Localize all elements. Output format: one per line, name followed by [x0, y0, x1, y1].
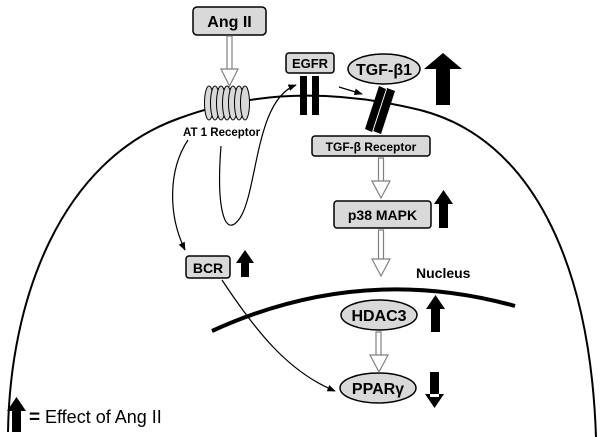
egfr-receptor: [300, 76, 319, 115]
up-arrow-icon: [7, 397, 26, 432]
hdac3-label: HDAC3: [351, 308, 406, 325]
p38-label: p38 MAPK: [348, 207, 417, 223]
p38-node: p38 MAPK: [333, 200, 432, 229]
egfr-node: EGFR: [285, 52, 335, 74]
up-arrow-icon: [426, 295, 445, 332]
legend-text: Effect of Ang II: [45, 407, 162, 427]
legend: = Effect of Ang II: [7, 397, 162, 432]
bcr-node: BCR: [185, 255, 231, 279]
hdac3-node: HDAC3: [340, 299, 418, 331]
tgfb1-label: TGF-β1: [356, 62, 412, 79]
tgfb-receptor-label: TGF-β Receptor: [326, 140, 417, 154]
down-arrow-icon: [425, 372, 444, 408]
tgfb-receptor-node: TGF-β Receptor: [311, 135, 431, 157]
bcr-label: BCR: [193, 260, 223, 276]
arrow-at1-bcr: [172, 139, 189, 251]
arrow-egfr-tgfbr: [338, 86, 363, 96]
egfr-label: EGFR: [292, 56, 329, 71]
arrow-hdac3-ppar: [369, 331, 389, 374]
ang2-label: Ang II: [207, 14, 251, 31]
ppar-label: PPARγ: [352, 381, 404, 398]
arrow-at1-egfr: [219, 84, 297, 226]
ppar-node: PPARγ: [339, 372, 417, 404]
at1-label: AT 1 Receptor: [183, 127, 261, 139]
ang2-node: Ang II: [192, 6, 267, 36]
nucleus-label: Nucleus: [416, 265, 471, 281]
at1-receptor: [204, 85, 250, 121]
legend-equals: =: [29, 407, 40, 428]
tgfb1-node: TGF-β1: [347, 53, 421, 85]
nuclear-membrane: [211, 287, 516, 333]
arrow-p38-hdac3: [371, 229, 391, 278]
arrow-bcr-ppar: [221, 279, 336, 392]
arrow-ang2-at1: [220, 35, 239, 88]
arrow-tgfbr-p38: [371, 157, 391, 200]
up-arrow-icon: [434, 190, 453, 228]
cell-membrane: [7, 94, 597, 437]
tgfb-receptor-bars: [365, 86, 395, 134]
up-arrow-icon: [236, 250, 254, 277]
up-arrow-icon: [424, 53, 462, 105]
